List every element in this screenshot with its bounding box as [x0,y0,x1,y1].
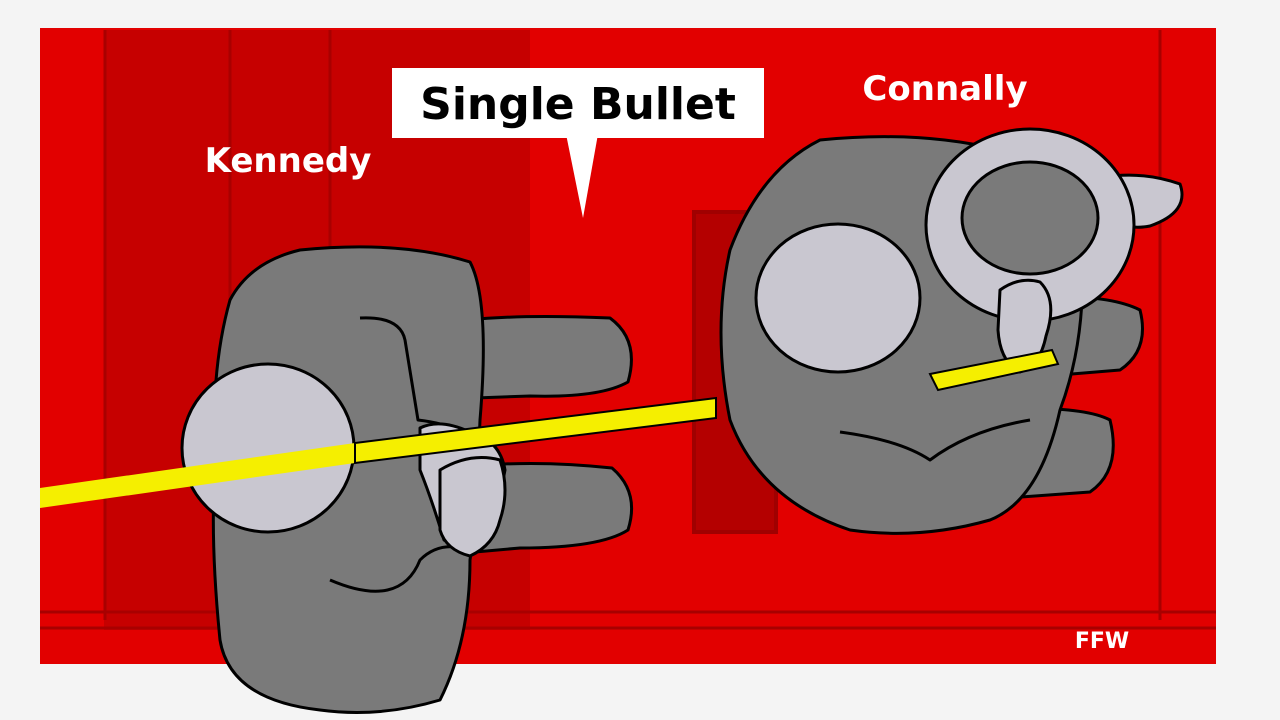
callout-pointer [566,134,598,218]
bullet-path-segment-through-kennedy [40,443,355,508]
artist-credit: FFW [1075,629,1129,654]
connally-label: Connally [862,69,1027,109]
connally-hat-crown [960,160,1100,276]
diagram-title: Single Bullet [420,79,736,130]
kennedy-figure [180,245,634,714]
callout-box [392,68,764,138]
connally-head [754,222,922,374]
title-callout: Single Bullet [392,68,764,218]
kennedy-hand-front [438,456,507,558]
connally-arm [839,418,1031,462]
connally-figure [719,127,1184,535]
bullet-path-segment-through-connally [928,348,1060,392]
bullet-path-segment-between [354,396,717,465]
kennedy-label: Kennedy [205,141,372,181]
bullet-path [40,348,1060,508]
